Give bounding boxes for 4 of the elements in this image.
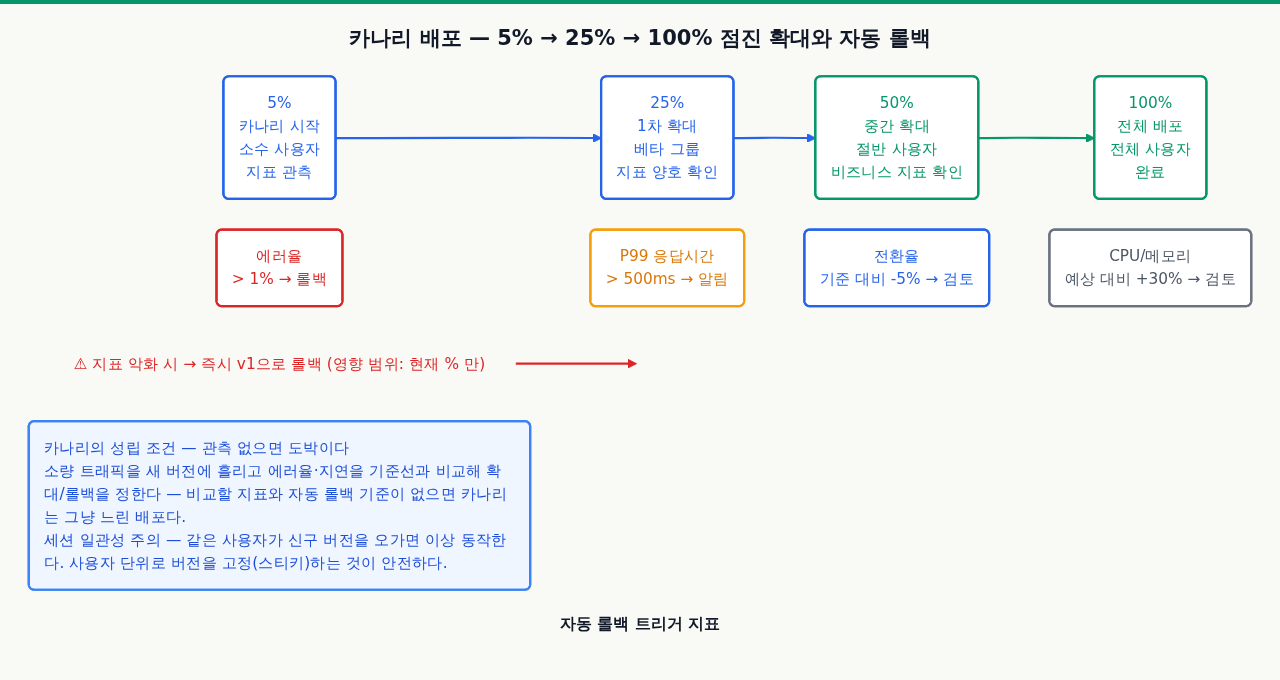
- section-heading: 자동 롤백 트리거 지표: [559, 614, 721, 635]
- diagram-title: 카나리 배포 — 5% → 25% → 100% 점진 확대와 자동 롤백: [349, 25, 931, 52]
- arrow: [515, 358, 638, 369]
- node-text: ⚠ 지표 악화 시 → 즉시 v1으로 롤백 (영향 범위: 현재 % 만): [73, 354, 486, 372]
